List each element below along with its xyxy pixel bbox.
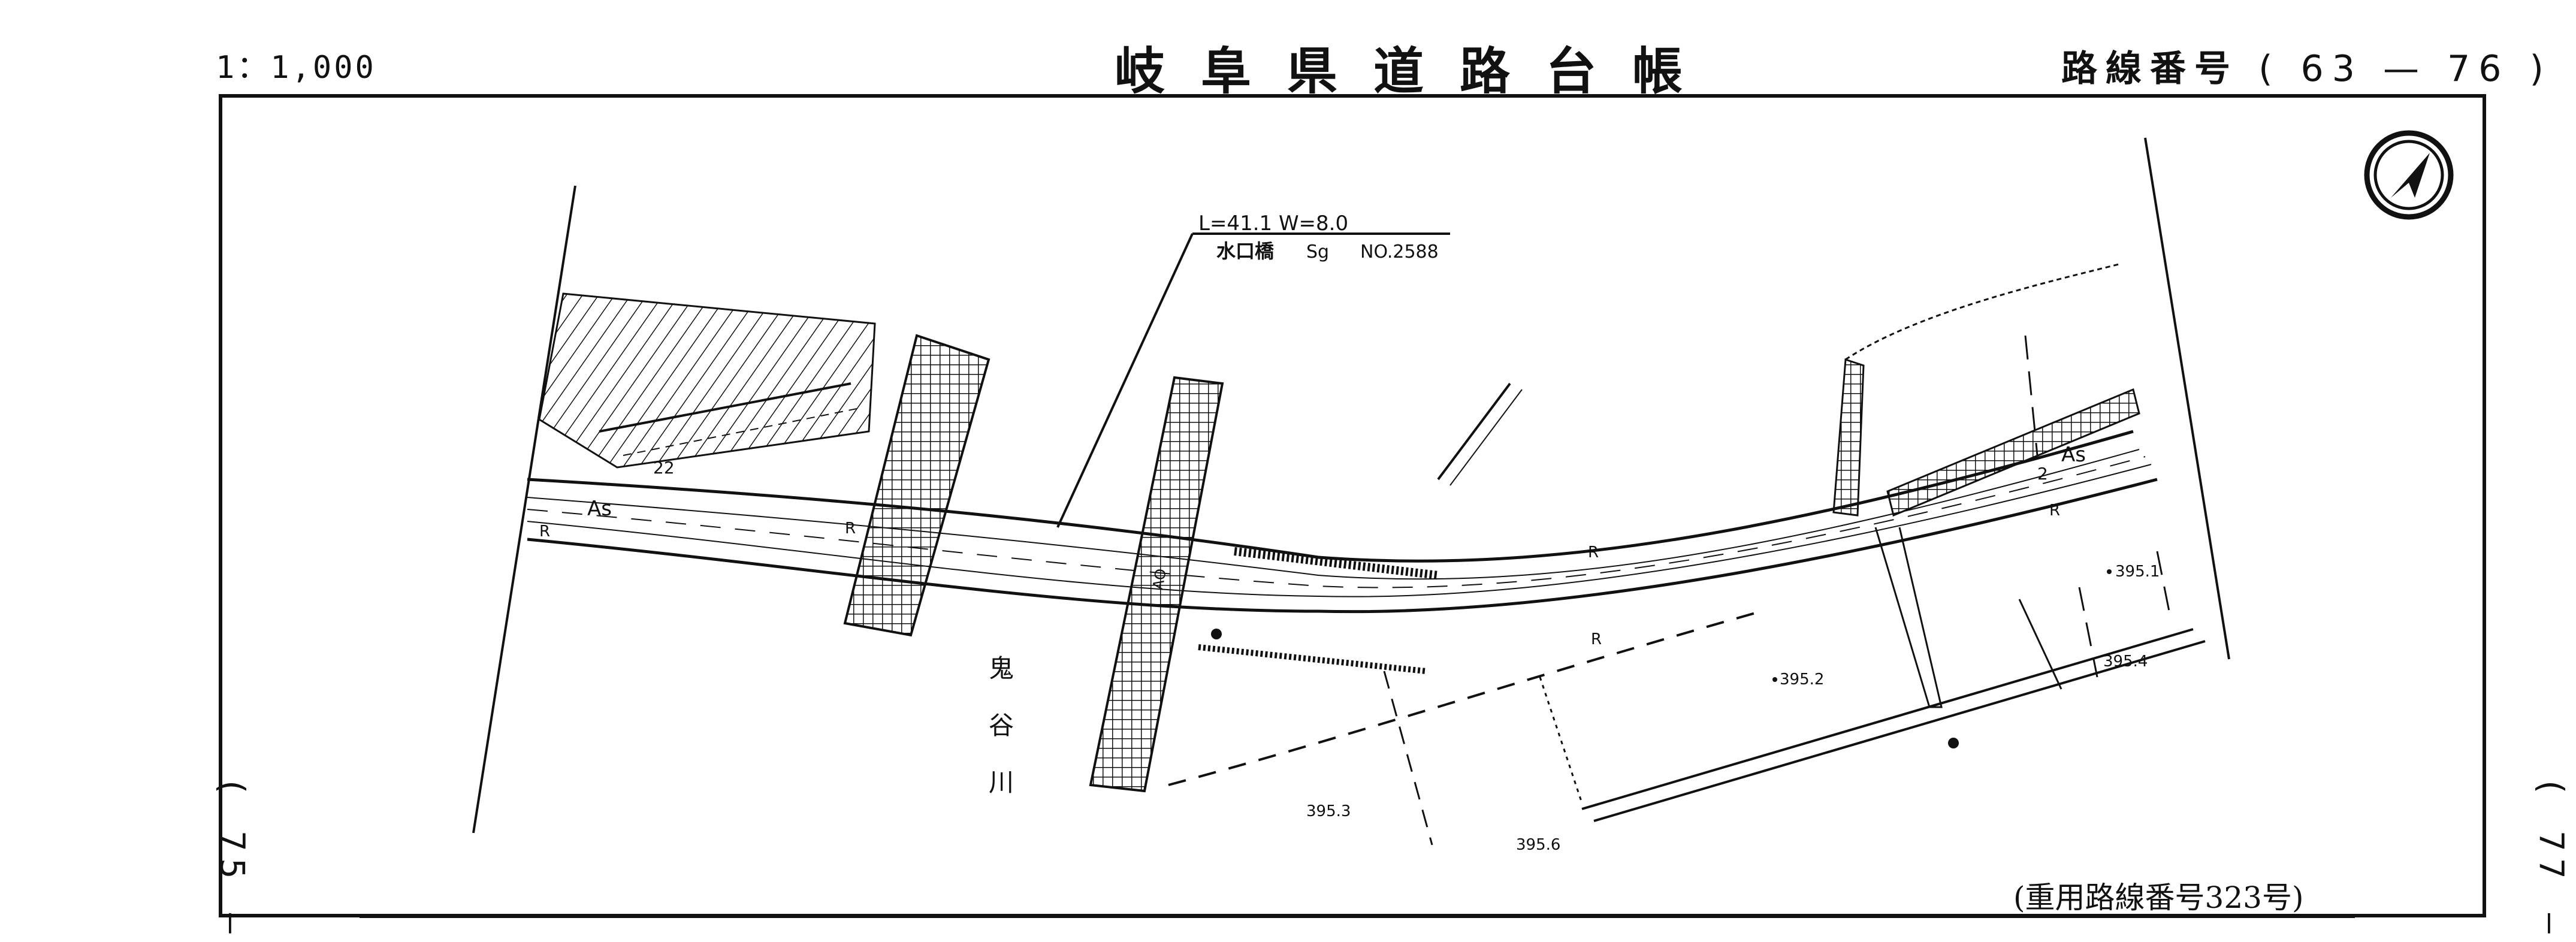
bridge-name: 水口橋 <box>1216 240 1275 262</box>
r-label-4: R <box>1591 630 1602 648</box>
route-number-label: 路線番号 <box>2061 48 2239 90</box>
elevation-label: 395.6 <box>1516 836 1560 854</box>
svg-text:谷: 谷 <box>989 711 1014 740</box>
elevation-label: 395.4 <box>2103 653 2148 671</box>
map-scale: 1：1,000 <box>216 50 376 86</box>
abutment-label: AO <box>1149 567 1170 591</box>
bridge-type: Sg <box>1306 241 1329 262</box>
r-label-3: R <box>1588 544 1599 561</box>
route-number: 路線番号 ( 63 — 76 ) <box>2061 40 2552 92</box>
map-boundary <box>472 137 2230 834</box>
river-name: 鬼 谷 川 <box>989 654 1014 797</box>
bridge-number: NO.2588 <box>1360 241 1439 262</box>
elevation-label: 395.1 <box>2115 563 2160 581</box>
west-slope <box>538 292 876 469</box>
surface-label-west: As <box>587 497 612 521</box>
page-title: 岐阜県道路台帳 <box>1115 42 1719 101</box>
elevation-label: 395.3 <box>1306 802 1351 820</box>
bridge-leader <box>1056 233 1450 528</box>
south-road <box>1168 610 2206 822</box>
route-number-value: ( 63 — 76 ) <box>2258 48 2552 90</box>
elevation-points: 395.1 395.2 395.3 395.4 395.6 <box>1211 563 2160 854</box>
river-channel <box>843 334 1439 793</box>
parcel-lines <box>1383 551 2170 846</box>
km-post-2: 2 <box>2037 464 2048 484</box>
east-parcels <box>1437 262 2140 708</box>
svg-text:川: 川 <box>989 768 1014 797</box>
north-arrow-icon <box>2364 130 2454 220</box>
map-frame <box>219 94 2486 917</box>
overlap-route-note: (重用路線番号323号) <box>2013 880 2304 915</box>
bridge-dimensions: L=41.1 W=8.0 <box>1198 212 1348 236</box>
svg-text:鬼: 鬼 <box>989 654 1014 683</box>
r-label-5: R <box>2049 502 2060 520</box>
r-label-2: R <box>845 520 856 538</box>
elevation-label: 395.2 <box>1780 671 1824 689</box>
km-post-22: 22 <box>653 458 675 478</box>
r-label-1: R <box>539 523 550 541</box>
surface-label-east: As <box>2061 443 2086 467</box>
